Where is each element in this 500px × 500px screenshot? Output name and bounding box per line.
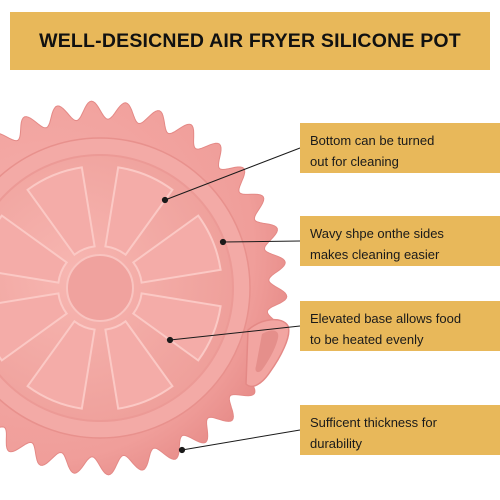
base-segment xyxy=(0,214,69,284)
callout-text: out for cleaning xyxy=(310,154,399,169)
base-segment xyxy=(26,319,96,410)
base-segment xyxy=(104,166,174,257)
callout-text: to be heated evenly xyxy=(310,332,424,347)
callout-text: Elevated base allows food xyxy=(310,311,462,326)
handle-slot xyxy=(255,330,279,373)
base-segment xyxy=(26,166,96,257)
page-title: WELL-DESICNED AIR FRYER SILICONE POT xyxy=(39,29,461,52)
base-segments xyxy=(0,166,222,410)
callout-text: Sufficent thickness for xyxy=(310,415,437,430)
title-banner: WELL-DESICNED AIR FRYER SILICONE POT xyxy=(10,12,490,70)
base-segment xyxy=(131,214,222,284)
base-segment xyxy=(104,319,174,410)
base-segment xyxy=(0,292,69,362)
callout-thickness: Sufficent thickness for durability xyxy=(300,405,500,455)
callout-text: durability xyxy=(310,436,363,451)
callout-text: makes cleaning easier xyxy=(310,247,440,262)
leader-lines xyxy=(161,147,301,454)
callout-wavy-shape: Wavy shpe onthe sides makes cleaning eas… xyxy=(300,216,500,266)
callout-text: Bottom can be turned xyxy=(310,133,435,148)
base-segment xyxy=(131,292,222,362)
callout-bottom-turn-out: Bottom can be turned out for cleaning xyxy=(300,123,500,173)
callout-elevated-base: Elevated base allows food to be heated e… xyxy=(300,301,500,351)
callout-text: Wavy shpe onthe sides xyxy=(310,226,444,241)
center-hub xyxy=(66,254,134,322)
